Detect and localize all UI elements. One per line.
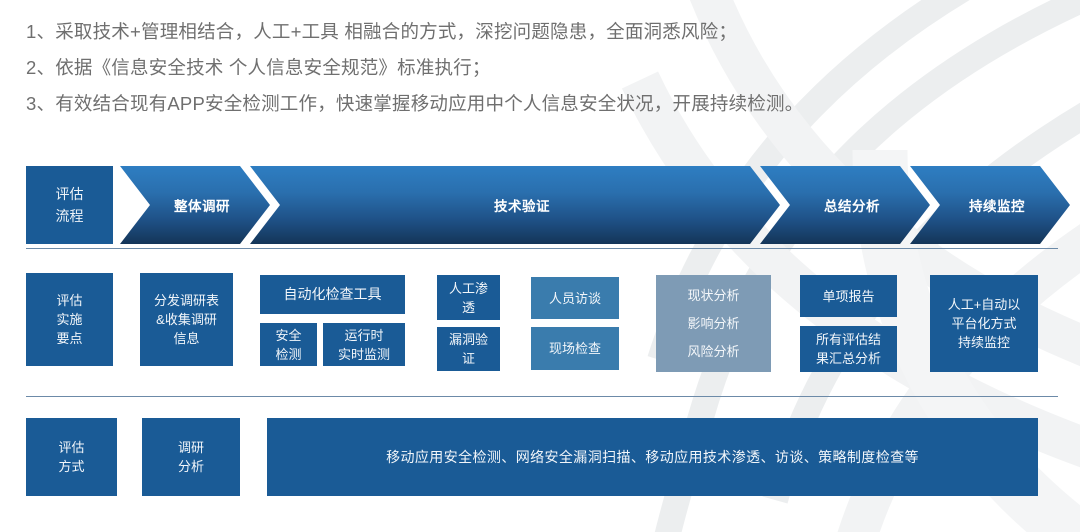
box-methods-description[interactable]: 移动应用安全检测、网络安全漏洞扫描、移动应用技术渗透、访谈、策略制度检查等: [267, 418, 1038, 496]
flow-stage-label: 技术验证: [494, 199, 550, 214]
box-line: 人工+自动以: [947, 297, 1021, 312]
box-security-detection[interactable]: 安全 检测: [260, 323, 317, 366]
box-line: 持续监控: [957, 335, 1010, 350]
process-flow-row: 评估 流程 整体调研 技术验证 总结分析 持续监控: [0, 166, 1080, 244]
box-line: 人工渗: [448, 280, 488, 296]
box-line: 影响分析: [687, 315, 740, 331]
flow-stage-label: 持续监控: [969, 199, 1025, 214]
row-label-line-2: 流程: [55, 208, 84, 224]
row-label-line-1: 评估: [55, 186, 84, 202]
implementation-points-row: 评估 实施 要点 分发调研表 &收集调研 信息 自动化检查工具 安全 检测 运行…: [0, 273, 1080, 377]
box-line: 平台化方式: [951, 316, 1017, 331]
box-line: 漏洞验: [448, 332, 488, 347]
box-personnel-interview[interactable]: 人员访谈: [531, 277, 619, 319]
box-auto-check-tool[interactable]: 自动化检查工具: [260, 275, 405, 314]
header-line-3: 3、有效结合现有APP安全检测工作，快速掌握移动应用中个人信息安全状况，开展持续…: [26, 93, 804, 114]
header-bullet-list: 1、采取技术+管理相结合，人工+工具 相融合的方式，深挖问题隐患，全面洞悉风险；…: [26, 14, 1036, 122]
box-runtime-monitoring[interactable]: 运行时 实时监测: [323, 323, 405, 366]
box-line: 安全: [275, 327, 302, 343]
box-line: 运行时: [344, 327, 384, 343]
box-line: 透: [461, 299, 475, 315]
box-onsite-inspection[interactable]: 现场检查: [531, 327, 619, 370]
box-line: 信息: [173, 331, 200, 346]
row-label-implementation-points: 评估 实施 要点: [26, 273, 113, 366]
box-line: 自动化检查工具: [283, 286, 382, 302]
box-status-impact-risk-analysis[interactable]: 现状分析 影响分析 风险分析: [656, 275, 771, 372]
box-line: 检测: [275, 346, 302, 362]
assessment-methods-row: 评估 方式 调研 分析 移动应用安全检测、网络安全漏洞扫描、移动应用技术渗透、访…: [0, 418, 1080, 496]
box-line: 风险分析: [687, 343, 740, 359]
box-line: 现状分析: [687, 287, 740, 303]
separator-line-2: [26, 396, 1058, 397]
flow-stage-overall-research[interactable]: 整体调研: [120, 166, 270, 244]
box-vulnerability-verification[interactable]: 漏洞验 证: [437, 327, 500, 371]
row-label-line-2: 实施: [56, 312, 83, 327]
box-single-item-report[interactable]: 单项报告: [800, 275, 897, 317]
box-line: 实时监测: [337, 346, 390, 362]
box-line: 分析: [177, 459, 204, 474]
box-line: 所有评估结: [815, 332, 881, 347]
box-line: 分发调研表: [153, 293, 219, 308]
flow-stage-label: 总结分析: [824, 199, 880, 214]
box-line: 调研: [177, 440, 204, 455]
row-label-line-2: 方式: [58, 459, 85, 474]
header-line-2: 2、依据《信息安全技术 个人信息安全规范》标准执行；: [26, 57, 491, 78]
box-continuous-monitoring[interactable]: 人工+自动以 平台化方式 持续监控: [930, 275, 1038, 372]
box-line: 证: [461, 351, 475, 366]
box-line: 单项报告: [822, 288, 875, 304]
flow-stage-summary-analysis[interactable]: 总结分析: [760, 166, 930, 244]
box-manual-penetration[interactable]: 人工渗 透: [437, 275, 500, 320]
row-label-line-1: 评估: [56, 293, 83, 308]
flow-stage-continuous-monitoring[interactable]: 持续监控: [910, 166, 1070, 244]
row-label-assessment-method: 评估 方式: [26, 418, 117, 496]
box-line: &收集调研: [156, 312, 217, 327]
row-label-process-flow: 评估 流程: [26, 166, 113, 244]
row-label-line-1: 评估: [58, 440, 85, 455]
separator-line-1: [26, 248, 1058, 249]
flow-stage-label: 整体调研: [174, 199, 230, 214]
flow-stage-technical-verification[interactable]: 技术验证: [250, 166, 780, 244]
methods-description-text: 移动应用安全检测、网络安全漏洞扫描、移动应用技术渗透、访谈、策略制度检查等: [386, 449, 919, 465]
chevron-container: 整体调研 技术验证 总结分析 持续监控: [120, 166, 1060, 244]
box-all-results-summary[interactable]: 所有评估结 果汇总分析: [800, 326, 897, 372]
box-line: 果汇总分析: [815, 351, 881, 366]
header-line-1: 1、采取技术+管理相结合，人工+工具 相融合的方式，深挖问题隐患，全面洞悉风险；: [26, 21, 738, 42]
box-line: 人员访谈: [548, 290, 601, 306]
row-label-line-3: 要点: [56, 331, 83, 346]
box-research-analysis[interactable]: 调研 分析: [142, 418, 240, 496]
box-line: 现场检查: [548, 341, 601, 356]
box-distribute-survey[interactable]: 分发调研表 &收集调研 信息: [140, 273, 233, 366]
